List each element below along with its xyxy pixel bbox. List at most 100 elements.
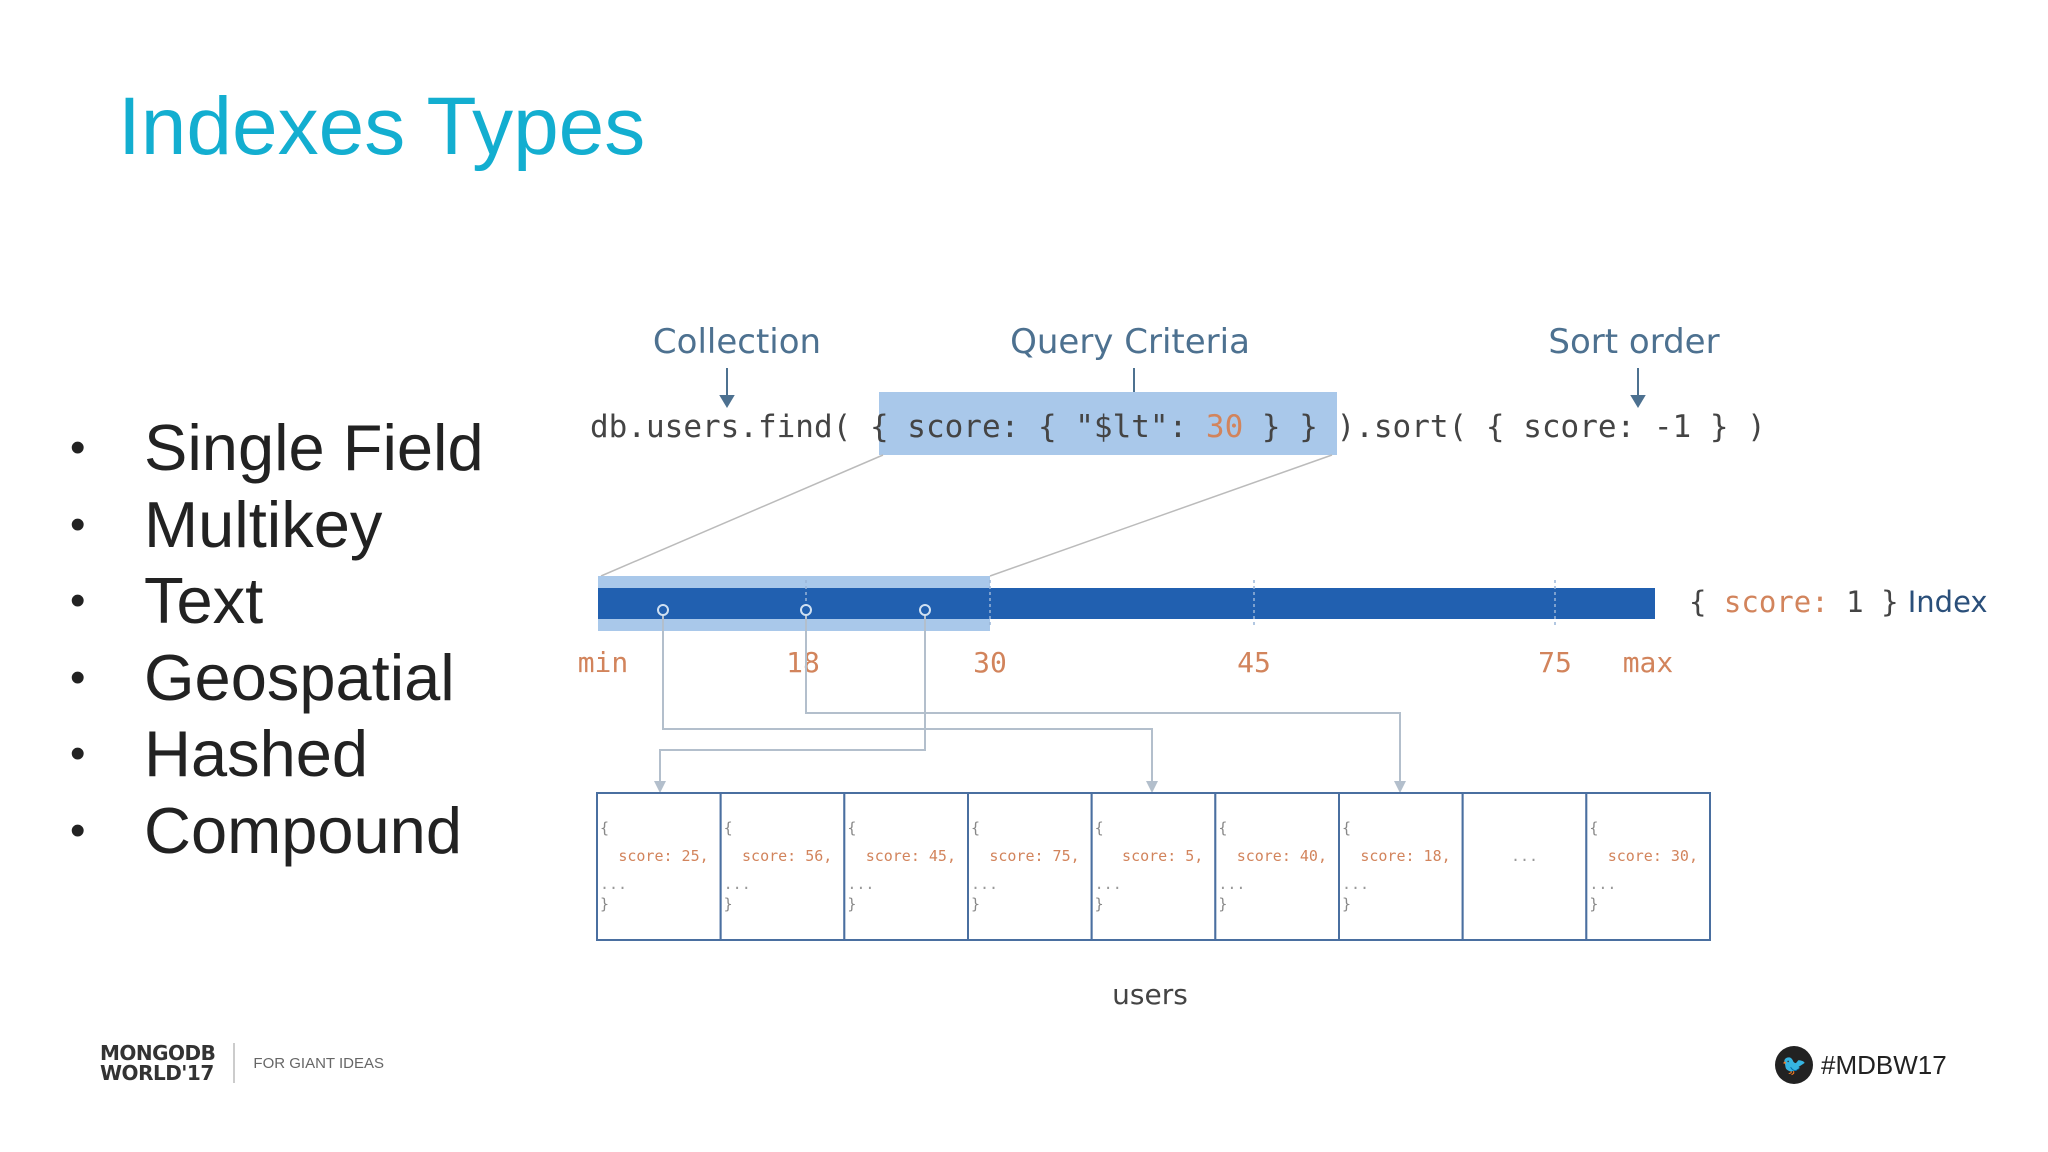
document-line: score: 40, <box>1237 847 1327 865</box>
list-item-text: Compound <box>144 793 462 867</box>
document-more: ... <box>600 875 627 893</box>
index-entry-dot <box>800 604 812 616</box>
sort-order-label: Sort order <box>1548 322 1719 362</box>
tick-label-30: 30 <box>973 646 1007 679</box>
document-line: score: 56, <box>742 847 832 865</box>
index-bar <box>598 588 1655 619</box>
document-border <box>1461 792 1588 941</box>
document-more: ... <box>1218 875 1245 893</box>
document-open: { <box>600 819 609 837</box>
document-open: { <box>1589 819 1598 837</box>
bullet-icon: • <box>70 499 86 549</box>
query-code: db.users.find( { score: { "$lt": 30 } } … <box>590 409 1766 445</box>
list-item: •Hashed <box>70 716 484 793</box>
document-border <box>719 792 846 941</box>
query-highlight <box>879 392 1337 455</box>
arrow-down-icon <box>1146 781 1158 793</box>
document-line: score: 5, <box>1122 847 1203 865</box>
hashtag: 🐦 #MDBW17 <box>1775 1046 1947 1084</box>
document-open: { <box>724 819 733 837</box>
document-border <box>1338 792 1464 941</box>
document-line: ... <box>1511 847 1538 865</box>
logo-divider <box>233 1043 236 1083</box>
tick-label-75: 75 <box>1538 646 1572 679</box>
document-close: } <box>724 895 733 913</box>
tick-label-min: min <box>578 646 629 679</box>
arrow-down-icon <box>719 395 735 408</box>
document-box: { score: 5,...} <box>1090 792 1217 941</box>
document-more: ... <box>1589 875 1616 893</box>
query-criteria-label: Query Criteria <box>1010 322 1250 362</box>
document-box: { score: 18,...} <box>1338 792 1464 941</box>
collection-name: users <box>1112 978 1188 1011</box>
document-line: score: 18, <box>1360 847 1450 865</box>
document-open: { <box>1095 819 1104 837</box>
index-entry-dot <box>657 604 669 616</box>
list-item-text: Hashed <box>144 717 369 791</box>
document-more: ... <box>1095 875 1122 893</box>
index-types-list: • Single Field • Multikey • Text • Geospatia… <box>70 410 484 870</box>
document-open: { <box>847 819 856 837</box>
tick-label-45: 45 <box>1237 646 1271 679</box>
document-more: ... <box>971 875 998 893</box>
slide-title: Indexes Types <box>118 81 646 172</box>
list-item: • Multikey <box>70 487 484 564</box>
list-item-text: Geospatial <box>144 640 455 714</box>
collection-label: Collection <box>653 322 821 362</box>
bullet-icon: • <box>70 805 86 855</box>
document-box: { score: 75,...} <box>967 792 1093 941</box>
document-more: ... <box>724 875 751 893</box>
list-item: • Text <box>70 563 484 640</box>
bullet-icon: • <box>70 652 86 702</box>
list-item-text: Single Field <box>144 411 484 484</box>
documents-collection: {score: 25,...}{score: 56,...}{score: 45… <box>596 792 1712 941</box>
document-box: { score: 25,...} <box>596 792 722 941</box>
document-close: } <box>1342 895 1351 913</box>
hashtag-text: #MDBW17 <box>1821 1049 1947 1080</box>
document-box: { score: 56,...} <box>719 792 846 941</box>
document-close: } <box>1218 895 1227 913</box>
logo-line1: MONGODB <box>100 1041 216 1065</box>
document-close: } <box>971 895 980 913</box>
projection-line <box>989 454 1333 577</box>
document-open: { <box>1342 819 1351 837</box>
document-border <box>843 792 969 941</box>
document-close: } <box>600 895 609 913</box>
document-box: ... <box>1461 792 1588 941</box>
document-border <box>1214 792 1341 941</box>
document-line: score: 75, <box>989 847 1079 865</box>
tick-label-18: 18 <box>786 646 820 679</box>
document-line: score: 30, <box>1608 847 1698 865</box>
document-border <box>1585 792 1712 941</box>
document-more: ... <box>1342 875 1369 893</box>
arrow-down-icon <box>1630 395 1646 408</box>
arrow-down-icon <box>1394 781 1406 793</box>
index-entry-dot <box>919 604 931 616</box>
document-close: } <box>1095 895 1104 913</box>
bullet-icon: • <box>70 423 86 472</box>
list-item-text: Text <box>144 564 264 638</box>
list-item: • Compound <box>70 793 484 870</box>
pointer-lines <box>659 610 1401 785</box>
tagline: FOR GIANT IDEAS <box>253 1054 384 1072</box>
list-item-text: Multikey <box>144 487 383 561</box>
document-open: { <box>1218 819 1227 837</box>
index-label: { score: 1 } Index <box>1689 585 1988 619</box>
logo-line2: WORLD'17 <box>100 1061 214 1085</box>
tick-label-max: max <box>1623 646 1674 679</box>
document-more: ... <box>847 875 874 893</box>
document-border <box>967 792 1093 941</box>
document-box: {score: 45,...} <box>843 792 969 941</box>
document-border <box>1090 792 1217 941</box>
arrow-down-icon <box>654 781 666 793</box>
document-open: { <box>971 819 980 837</box>
bullet-icon: • <box>70 576 86 626</box>
document-line: score: 25, <box>618 847 708 865</box>
list-item: • Geospatial <box>70 640 484 717</box>
document-close: } <box>847 895 856 913</box>
list-item: • Single Field <box>70 410 484 487</box>
projection-line <box>600 454 884 577</box>
document-box: {score: 30,...} <box>1585 792 1712 941</box>
